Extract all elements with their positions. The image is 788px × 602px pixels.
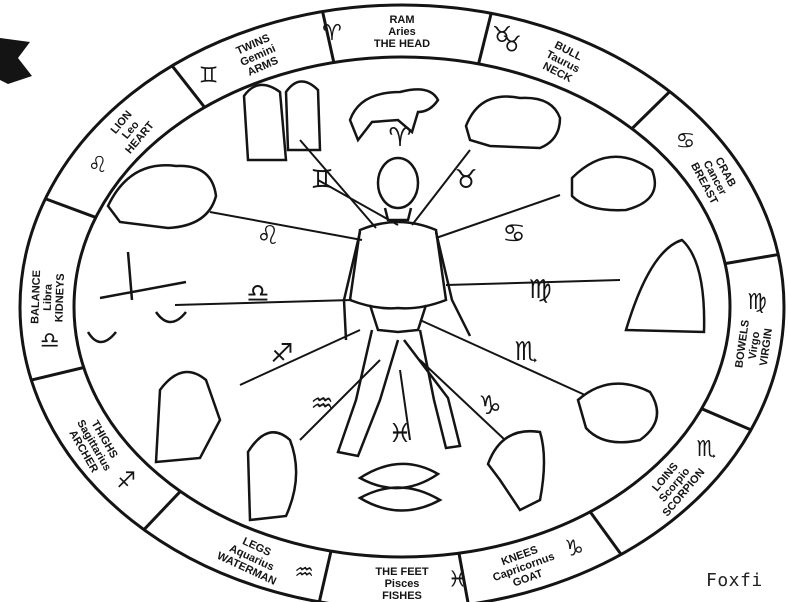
virgin-figure — [626, 240, 704, 332]
goat-figure — [488, 431, 544, 510]
ring-glyph-twins: ♊ — [199, 64, 219, 89]
body-symbol-scorpion: ♏ — [514, 337, 537, 367]
ring-glyph-waterman: ♒ — [294, 560, 314, 585]
crab-figure — [572, 157, 655, 210]
body-symbol-crab: ♋ — [502, 219, 525, 249]
waterman-figure — [248, 432, 296, 520]
body-ray — [210, 212, 362, 240]
ring-label-balance-0: BALANCE — [29, 270, 43, 324]
ring-divider — [632, 92, 670, 129]
ring-glyph-virgin: ♍ — [747, 290, 767, 315]
ring-divider — [702, 409, 751, 430]
ring-divider — [31, 367, 83, 380]
ring-label-fishes-0: FISHES — [382, 590, 422, 602]
ring-glyph-fishes: ♓ — [448, 568, 468, 593]
ring-divider — [144, 491, 180, 529]
body-symbol-fishes: ♓ — [388, 419, 411, 449]
ring-glyph-lion: ♌ — [88, 153, 108, 178]
body-ray — [436, 195, 560, 238]
body-symbol-bull: ♉ — [454, 165, 477, 195]
ring-glyph-scorpion: ♏ — [696, 437, 716, 462]
credit-text: Foxfi — [706, 570, 763, 591]
ring-glyph-bull: ♉ — [502, 33, 522, 58]
body-symbol-balance: ♎ — [246, 279, 269, 309]
ring-label-balance-1: Libra — [42, 283, 55, 311]
ring-glyph-goat: ♑ — [564, 536, 584, 561]
ring-label-ram-2: THE HEAD — [374, 38, 430, 50]
ring-divider — [590, 512, 621, 555]
body-symbol-archer: ♐ — [270, 339, 293, 369]
ring-glyph-balance: ♎ — [40, 329, 60, 354]
ring-glyph-archer: ♐ — [116, 469, 136, 494]
ring-divider — [479, 13, 492, 64]
ring-label-balance-2: KIDNEYS — [53, 273, 67, 322]
body-symbol-virgin: ♍ — [528, 275, 551, 305]
ring-label-ram-0: RAM — [389, 14, 414, 26]
body-symbol-goat: ♑ — [478, 391, 501, 421]
scorpion-figure — [578, 384, 657, 443]
ring-glyph-crab: ♋ — [676, 129, 696, 154]
ring-label-fishes-2: THE FEET — [375, 566, 428, 578]
bull-figure — [466, 97, 560, 148]
torn-corner-icon — [0, 38, 32, 84]
twins-figure — [244, 81, 320, 160]
body-ray — [240, 330, 360, 385]
ring-label-ram-1: Aries — [388, 26, 416, 38]
body-symbol-waterman: ♒ — [310, 389, 333, 419]
ring-divider — [319, 551, 331, 602]
fishes-figure — [360, 464, 440, 511]
ring-label-fishes-1: Pisces — [385, 578, 420, 590]
ring-divider — [725, 255, 778, 264]
ring-divider — [45, 199, 95, 218]
body-symbol-lion: ♌ — [256, 221, 279, 251]
body-symbol-twins: ♊ — [310, 165, 333, 195]
body-symbol-ram: ♈ — [388, 123, 411, 153]
archer-figure — [156, 372, 220, 462]
balance-figure — [88, 252, 186, 342]
ring-glyph-ram: ♈ — [322, 21, 342, 46]
